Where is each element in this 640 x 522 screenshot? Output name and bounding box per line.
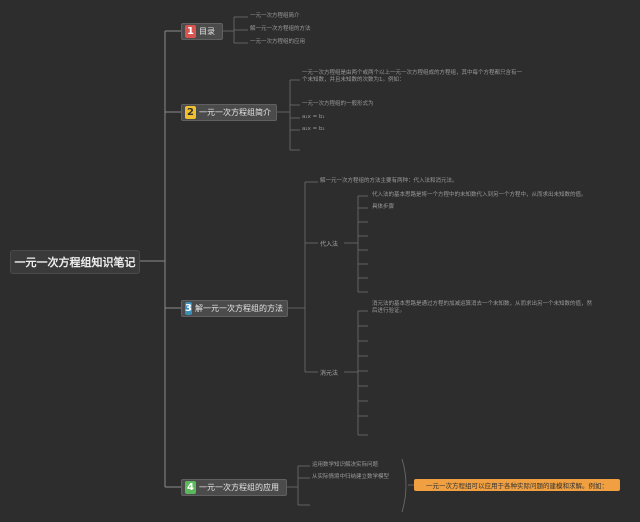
intro-equation-line[interactable]: a₁x = b₁	[302, 114, 325, 120]
branch-label: 解一元一次方程组的方法	[194, 304, 283, 313]
methods-intro[interactable]: 解一元一次方程组的方法主要有两种：代入法和消元法。	[320, 178, 458, 184]
intro-definition[interactable]: 一元一次方程组是由两个或两个以上一元一次方程组成的方程组，其中每个方程都只含有一…	[302, 70, 523, 83]
application-item[interactable]: 运用数学知识解决实际问题	[312, 462, 379, 468]
toc-item[interactable]: 一元一次方程组简介	[250, 13, 300, 19]
number-badge: 2	[185, 106, 196, 119]
substitution-steps[interactable]: 具体步骤	[372, 204, 395, 210]
branch-label: 目录	[199, 27, 215, 36]
number-badge: 4	[185, 481, 196, 494]
number-badge: 3	[185, 302, 192, 315]
branch-toc[interactable]: 1 目录	[181, 23, 223, 40]
branch-intro[interactable]: 2 一元一次方程组简介	[181, 104, 277, 121]
elimination-desc[interactable]: 消元法的基本思路是通过方程的加减运算消去一个未知数，从而求出另一个未知数的值，然…	[372, 301, 593, 314]
substitution-desc[interactable]: 代入法的基本思路是将一个方程中的未知数代入到另一个方程中，从而求出未知数的值。	[372, 192, 587, 198]
substitution-node[interactable]: 代入法	[320, 241, 339, 248]
toc-item[interactable]: 解一元一次方程组的方法	[250, 26, 311, 32]
branch-label: 一元一次方程组简介	[199, 108, 271, 117]
number-badge: 1	[185, 25, 196, 38]
intro-general-form[interactable]: 一元一次方程组的一般形式为	[302, 101, 374, 107]
branch-application[interactable]: 4 一元一次方程组的应用	[181, 479, 287, 496]
root-topic[interactable]: 一元一次方程组知识笔记	[10, 250, 140, 274]
application-item[interactable]: 从实际情境中归纳建立数学模型	[312, 474, 390, 480]
branch-methods[interactable]: 3 解一元一次方程组的方法	[181, 300, 288, 317]
toc-item[interactable]: 一元一次方程组的应用	[250, 39, 306, 45]
intro-equation-line[interactable]: a₂x = b₂	[302, 126, 325, 132]
application-summary[interactable]: 一元一次方程组可以应用于各种实际问题的建模和求解。例如：	[414, 479, 620, 491]
branch-label: 一元一次方程组的应用	[199, 483, 279, 492]
elimination-node[interactable]: 消元法	[320, 370, 339, 377]
